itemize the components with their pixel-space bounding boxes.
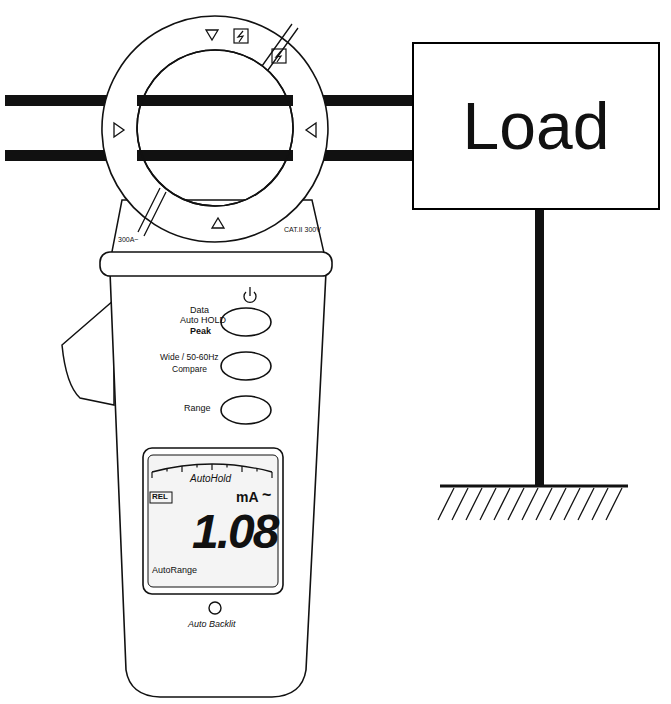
ground-symbol	[440, 485, 628, 488]
button	[221, 396, 271, 424]
button	[221, 352, 271, 380]
button	[221, 308, 271, 336]
load-box: Load	[412, 42, 660, 210]
lcd-screen	[148, 455, 278, 587]
button-label: Auto HOLD	[180, 316, 226, 326]
lcd-unit: ~	[262, 486, 271, 504]
button-label: Compare	[172, 365, 207, 374]
bargraph-scale	[152, 464, 272, 472]
wire	[5, 150, 413, 161]
alignment-mark	[206, 30, 218, 40]
clamp-jaw	[102, 16, 328, 242]
button-label: Wide / 50-60Hz	[160, 353, 219, 362]
clamp-trigger	[62, 300, 114, 405]
wire	[137, 95, 293, 106]
lcd-annunciator: AutoHold	[190, 473, 231, 484]
jaw-split	[138, 188, 166, 236]
ground-hatching	[438, 488, 622, 520]
lcd-annunciator: AutoRange	[152, 566, 197, 576]
rating-mark: 300A~	[118, 236, 138, 244]
button-label: Auto Backlit	[188, 620, 236, 630]
button-label: Range	[184, 404, 211, 414]
button-label: Data	[190, 306, 209, 316]
warning-symbol	[234, 29, 286, 63]
lcd-reading: 1.08	[192, 506, 277, 559]
jaw-split	[262, 24, 298, 70]
node-label: Load	[463, 93, 610, 159]
lcd-bezel	[143, 448, 283, 594]
alignment-mark	[114, 123, 124, 137]
power-symbol	[244, 287, 256, 302]
ground-wire	[535, 208, 544, 486]
rating-mark: CAT.II 300V	[284, 226, 321, 234]
wire	[137, 150, 293, 161]
meter-body	[110, 272, 326, 697]
meter-collar	[100, 252, 332, 276]
lcd-annunciator: REL	[152, 493, 168, 502]
alignment-mark	[212, 218, 224, 228]
lcd-icon-box	[150, 492, 172, 503]
alignment-mark	[306, 123, 316, 137]
backlight-button	[209, 602, 221, 614]
button-label: Peak	[190, 327, 211, 337]
wire	[5, 95, 413, 106]
clamp-jaw-inner	[137, 50, 293, 206]
lcd-unit: mA	[236, 490, 259, 505]
